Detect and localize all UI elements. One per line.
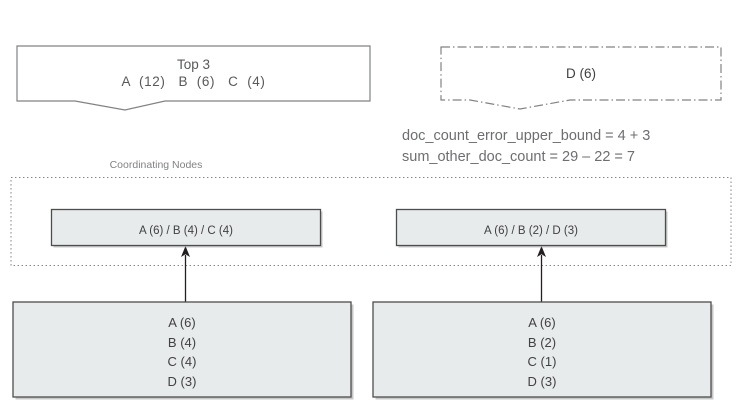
doc-count-error-upper-bound-formula: doc_count_error_upper_bound = 4 + 3 xyxy=(402,128,651,144)
shard-right-terms: A (6) B (2) C (1) D (3) xyxy=(527,315,557,389)
coordinating-node-left-text: A (6) / B (4) / C (4) xyxy=(139,225,233,237)
top3-values: A (12) B (6) C (4) xyxy=(121,74,266,89)
arrow-right-shard-to-node xyxy=(537,246,546,302)
sum-other-doc-count-formula: sum_other_doc_count = 29 – 22 = 7 xyxy=(402,149,635,165)
shard-left-terms: A (6) B (4) C (4) D (3) xyxy=(167,315,197,389)
side-callout-label: D (6) xyxy=(566,66,596,81)
top3-title: Top 3 xyxy=(176,57,211,72)
coordinating-nodes-container xyxy=(10,176,732,267)
arrow-left-shard-to-node xyxy=(181,246,190,302)
coordinating-node-right-text: A (6) / B (2) / D (3) xyxy=(484,225,578,237)
coordinating-nodes-label: Coordinating Nodes xyxy=(109,159,203,171)
